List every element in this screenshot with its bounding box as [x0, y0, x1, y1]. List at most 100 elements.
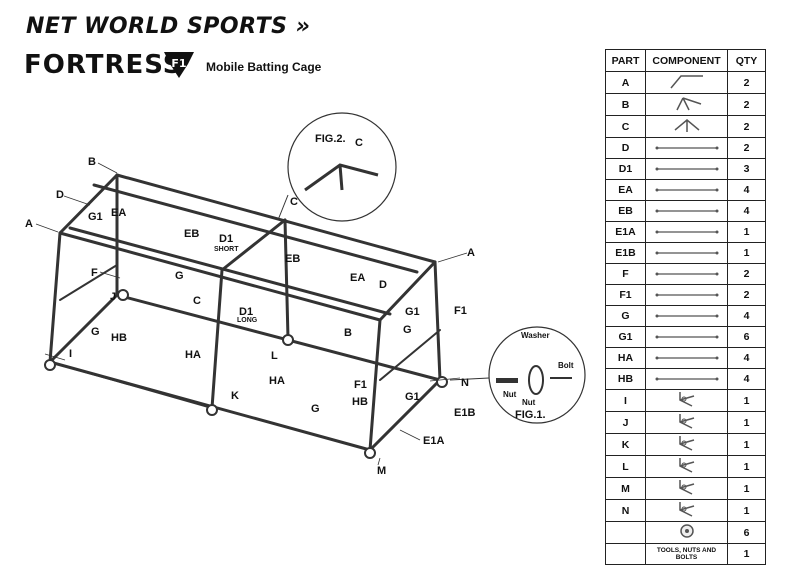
- part-code: C: [605, 115, 646, 138]
- label-ea: EA: [350, 272, 366, 284]
- label-a: A: [25, 218, 33, 230]
- part-qty: 3: [727, 158, 766, 180]
- part-code: [605, 521, 646, 544]
- pole-icon: [645, 368, 728, 390]
- part-code: HA: [605, 347, 646, 369]
- pole-icon: [645, 242, 728, 264]
- fig1-title: FIG.1.: [515, 409, 546, 421]
- wheel-bracket-icon: [645, 389, 728, 412]
- label-hb: HB: [111, 332, 127, 344]
- part-code: K: [605, 433, 646, 456]
- label-f1: F1: [354, 379, 367, 391]
- part-code: G: [605, 305, 646, 327]
- part-qty: 2: [727, 284, 766, 306]
- fig1-label-nut: Nut: [503, 390, 517, 399]
- fig1-label-nut: Nut: [522, 398, 536, 407]
- wheel-icon: [282, 334, 294, 346]
- label-c: C: [290, 196, 298, 208]
- pole-icon: [645, 200, 728, 222]
- label-g1: G1: [405, 306, 420, 318]
- component-text: TOOLS, NUTS AND BOLTS: [645, 543, 728, 565]
- wheels: [44, 289, 448, 459]
- svg-text:F1: F1: [171, 57, 186, 70]
- pole-icon: [645, 284, 728, 306]
- table-row: 6: [605, 521, 766, 544]
- label-e1b: E1B: [454, 407, 476, 419]
- part-qty: 1: [727, 433, 766, 456]
- part-qty: 4: [727, 368, 766, 390]
- corner-connector-icon: [645, 93, 728, 116]
- header-component: COMPONENT: [645, 49, 728, 72]
- part-qty: 1: [727, 477, 766, 500]
- part-qty: 1: [727, 389, 766, 412]
- label-g: G: [403, 324, 412, 336]
- part-code: EB: [605, 200, 646, 222]
- label-i: I: [69, 348, 73, 360]
- label-eb: EB: [184, 228, 200, 240]
- label-ha: HA: [269, 375, 285, 387]
- label-g: G: [175, 270, 184, 282]
- label-b: B: [344, 327, 352, 339]
- table-row: HA 4: [605, 347, 766, 369]
- part-qty: 4: [727, 347, 766, 369]
- part-code: A: [605, 71, 646, 94]
- part-qty: 4: [727, 305, 766, 327]
- part-qty: 2: [727, 71, 766, 94]
- wheel-icon: [645, 521, 728, 544]
- pole-icon: [645, 221, 728, 243]
- frame-poles: [48, 173, 442, 452]
- product-name: FORTRESS: [24, 50, 183, 80]
- label-short: SHORT: [214, 246, 239, 253]
- part-code: G1: [605, 326, 646, 348]
- label-c: C: [193, 295, 201, 307]
- part-code: N: [605, 499, 646, 522]
- part-qty: 1: [727, 455, 766, 478]
- pole-icon: [645, 347, 728, 369]
- label-e1a: E1A: [423, 435, 445, 447]
- wheel-bracket-icon: [645, 433, 728, 456]
- fig2-label-c: C: [355, 137, 363, 149]
- pole-icon: [645, 305, 728, 327]
- part-qty: 4: [727, 200, 766, 222]
- pole-icon: [645, 179, 728, 201]
- part-qty: 1: [727, 499, 766, 522]
- label-long: LONG: [237, 317, 258, 324]
- pole-icon: [645, 263, 728, 285]
- label-d1: D1: [219, 233, 234, 245]
- part-code: F1: [605, 284, 646, 306]
- pole-icon: [645, 326, 728, 348]
- part-qty: 2: [727, 115, 766, 138]
- label-eb: EB: [285, 253, 301, 265]
- table-row: EB 4: [605, 200, 766, 222]
- wheel-icon: [44, 359, 56, 371]
- wheel-icon: [364, 447, 376, 459]
- part-code: HB: [605, 368, 646, 390]
- label-g: G: [91, 326, 100, 338]
- header-part: PART: [605, 49, 646, 72]
- part-code: EA: [605, 179, 646, 201]
- table-header-row: PART COMPONENT QTY: [605, 49, 766, 72]
- label-g: G: [311, 403, 320, 415]
- part-code: D1: [605, 158, 646, 180]
- fig1-label-washer: Washer: [521, 331, 550, 340]
- part-qty: 2: [727, 137, 766, 159]
- label-ea: EA: [111, 207, 127, 219]
- label-g1: G1: [88, 211, 103, 223]
- part-code: E1A: [605, 221, 646, 243]
- label-k: K: [231, 390, 239, 402]
- label-f: F: [91, 267, 98, 279]
- part-code: F: [605, 263, 646, 285]
- fig2-title: FIG.2.: [315, 133, 346, 145]
